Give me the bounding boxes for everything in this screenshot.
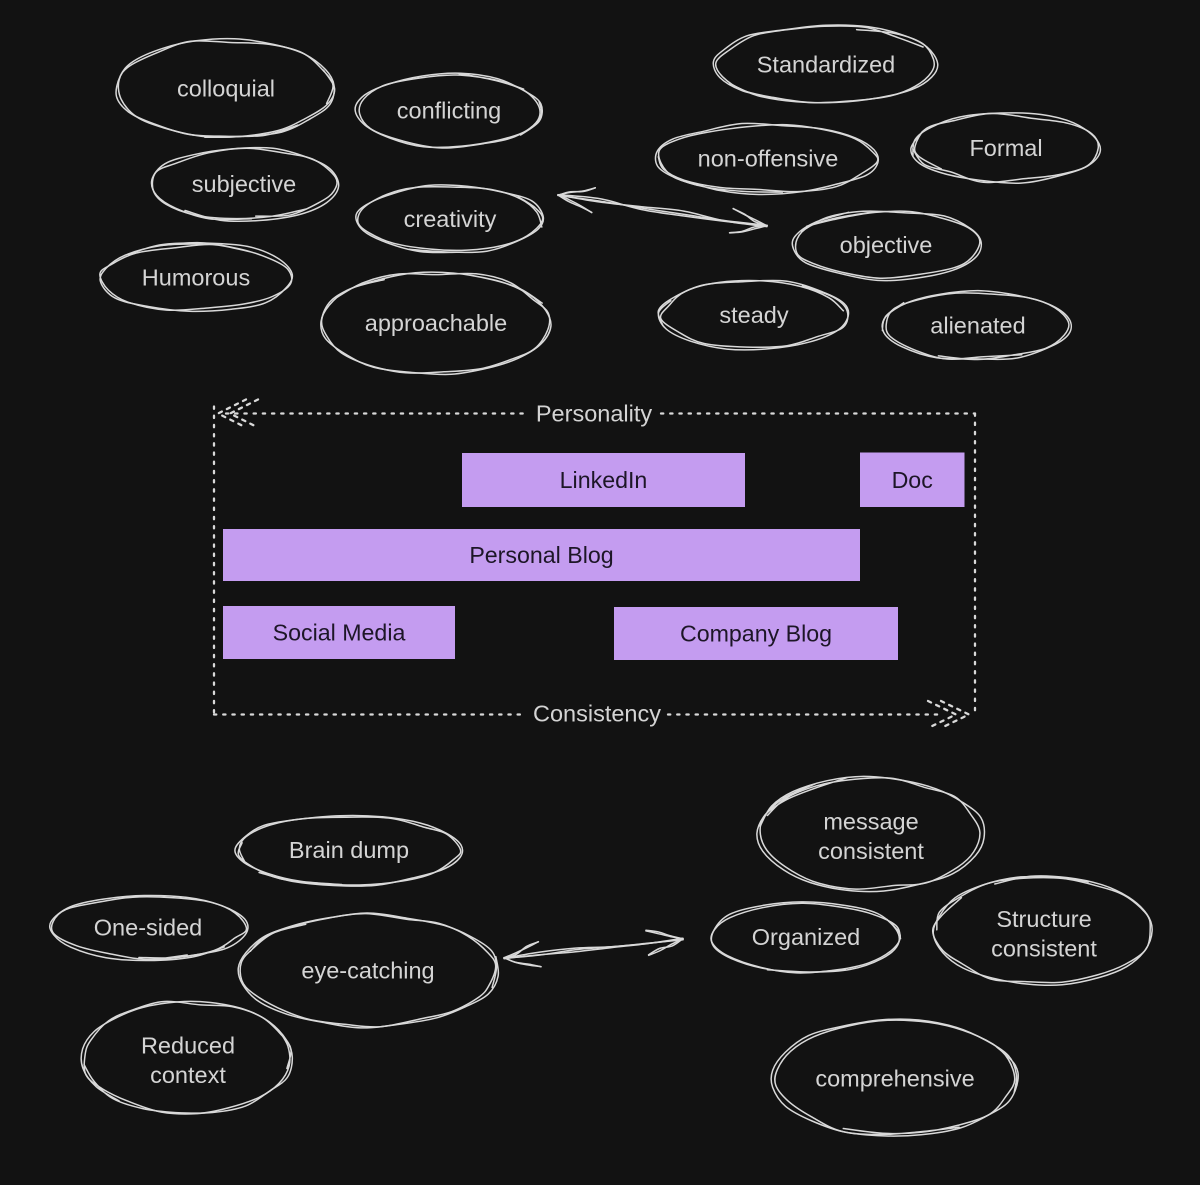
svg-text:Structure: Structure	[996, 906, 1091, 932]
svg-text:consistent: consistent	[991, 935, 1097, 961]
svg-text:subjective: subjective	[192, 171, 297, 197]
svg-text:eye-catching: eye-catching	[301, 958, 434, 984]
svg-text:Personal Blog: Personal Blog	[469, 542, 613, 568]
svg-text:Consistency: Consistency	[533, 701, 661, 727]
svg-text:LinkedIn: LinkedIn	[560, 467, 648, 493]
svg-text:message: message	[823, 809, 918, 835]
svg-text:Organized: Organized	[752, 924, 860, 950]
svg-text:colloquial: colloquial	[177, 76, 275, 102]
svg-text:approachable: approachable	[365, 310, 507, 336]
svg-text:comprehensive: comprehensive	[815, 1066, 974, 1092]
svg-text:context: context	[150, 1062, 226, 1088]
svg-text:Personality: Personality	[536, 401, 652, 427]
svg-text:Doc: Doc	[892, 467, 933, 493]
svg-text:objective: objective	[840, 232, 933, 258]
svg-text:non-offensive: non-offensive	[698, 146, 839, 172]
svg-text:Formal: Formal	[969, 135, 1042, 161]
svg-text:steady: steady	[719, 302, 788, 328]
svg-text:One-sided: One-sided	[94, 915, 202, 941]
svg-text:consistent: consistent	[818, 838, 924, 864]
svg-text:Company Blog: Company Blog	[680, 621, 832, 647]
svg-text:Brain dump: Brain dump	[289, 837, 409, 863]
svg-text:alienated: alienated	[930, 313, 1025, 339]
svg-text:creativity: creativity	[404, 206, 497, 232]
svg-text:Standardized: Standardized	[757, 52, 896, 78]
svg-text:Social Media: Social Media	[273, 620, 406, 646]
svg-text:Reduced: Reduced	[141, 1033, 235, 1059]
svg-text:conflicting: conflicting	[397, 98, 502, 124]
svg-text:Humorous: Humorous	[142, 265, 250, 291]
